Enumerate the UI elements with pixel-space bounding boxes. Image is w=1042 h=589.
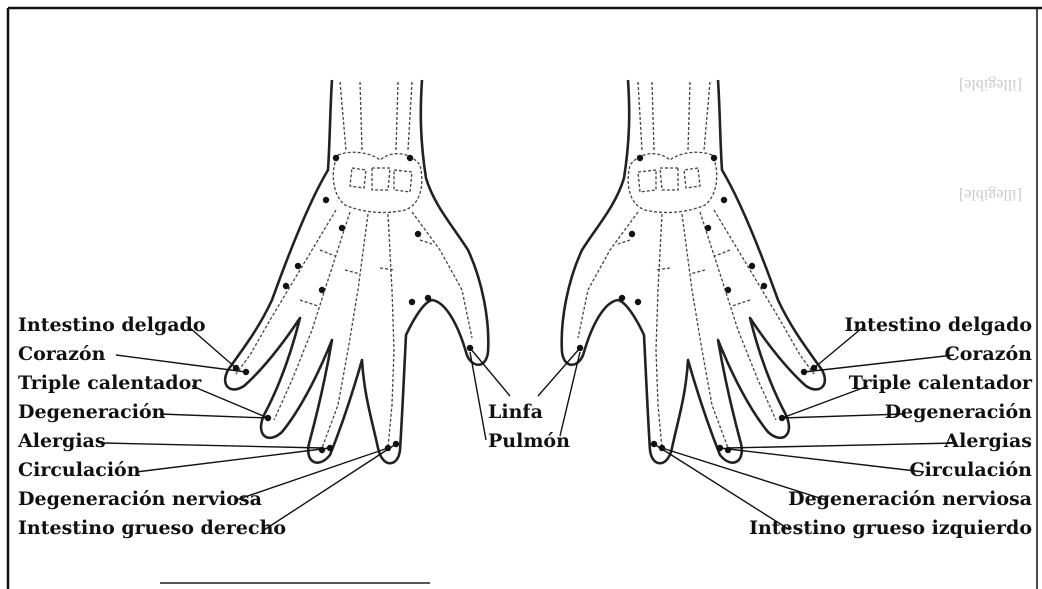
center-labels: Linfa Pulmón <box>488 401 570 452</box>
label-right-degeneracion: Degeneración <box>885 401 1033 423</box>
label-right-triple-calentador: Triple calentador <box>849 372 1033 394</box>
left-hand-illustration <box>225 80 488 463</box>
label-right-intestino-delgado: Intestino delgado <box>844 314 1032 336</box>
right-labels: Intestino delgado Corazón Triple calenta… <box>749 314 1033 539</box>
label-left-intestino-delgado: Intestino delgado <box>18 314 206 336</box>
label-right-corazon: Corazón <box>945 343 1033 365</box>
bleed-through: [illegible] [illegible] <box>959 76 1022 203</box>
label-left-degeneracion: Degeneración <box>18 401 166 423</box>
label-pulmon: Pulmón <box>488 430 570 452</box>
bleed-line-2: [illegible] <box>959 186 1022 203</box>
label-right-alergias: Alergias <box>943 430 1032 452</box>
label-right-degeneracion-nerviosa: Degeneración nerviosa <box>788 488 1032 510</box>
left-hand-bones <box>236 82 472 448</box>
label-left-triple-calentador: Triple calentador <box>18 372 202 394</box>
label-linfa: Linfa <box>488 401 543 423</box>
label-left-intestino-grueso: Intestino grueso derecho <box>18 517 286 539</box>
label-left-degeneracion-nerviosa: Degeneración nerviosa <box>18 488 262 510</box>
left-labels: Intestino delgado Corazón Triple calenta… <box>17 314 286 539</box>
label-left-circulacion: Circulación <box>18 459 141 481</box>
right-hand-illustration <box>562 80 825 463</box>
right-hand-outline <box>562 80 825 463</box>
label-left-corazon: Corazón <box>18 343 106 365</box>
label-right-intestino-grueso: Intestino grueso izquierdo <box>749 517 1032 539</box>
right-hand-bones <box>578 82 814 448</box>
label-right-circulacion: Circulación <box>909 459 1032 481</box>
label-left-alergias: Alergias <box>17 430 106 452</box>
bleed-line-1: [illegible] <box>959 76 1022 93</box>
left-hand-outline <box>225 80 488 463</box>
